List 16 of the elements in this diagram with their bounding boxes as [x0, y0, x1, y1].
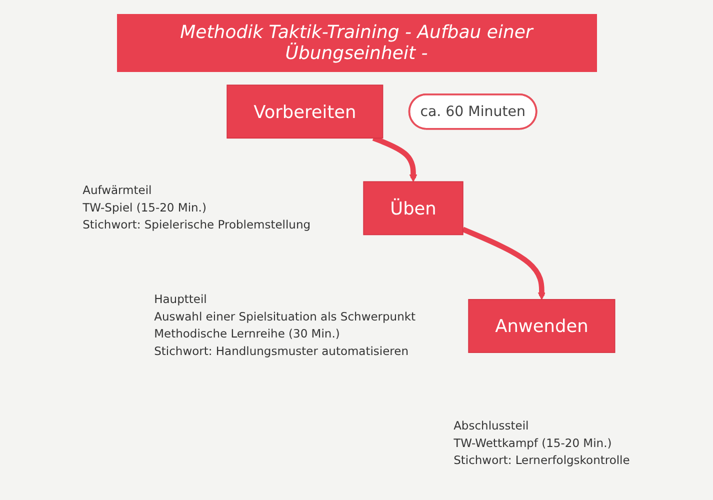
node-label: TW-Spiel (15-20 Min.)	[82, 201, 207, 215]
arrow	[372, 136, 418, 182]
arrow	[462, 226, 546, 300]
node-label: Auswahl einer Spielsituation als Schwerpunkt	[154, 310, 416, 324]
node-label: Methodische Lernreihe (30 Min.)	[154, 328, 340, 342]
node-label: Hauptteil	[154, 293, 208, 307]
node-box: Vorbereiten	[226, 84, 384, 139]
node-box: Üben	[363, 181, 464, 236]
node-label: Stichwort: Spielerische Problemstellung	[82, 218, 311, 232]
title-banner: Methodik Taktik-Training - Aufbau einer Übungseinheit -	[116, 14, 596, 72]
node-label: Stichwort: Handlungsmuster automatisieren	[154, 345, 409, 358]
node-label: Stichwort: Lernerfolgskontrolle	[454, 454, 630, 468]
node-label: Abschlussteil	[454, 420, 530, 433]
node-label: TW-Wettkampf (15-20 Min.)	[454, 436, 612, 450]
node-label: Aufwärmteil	[82, 184, 152, 198]
node-box: Anwenden	[468, 299, 616, 353]
